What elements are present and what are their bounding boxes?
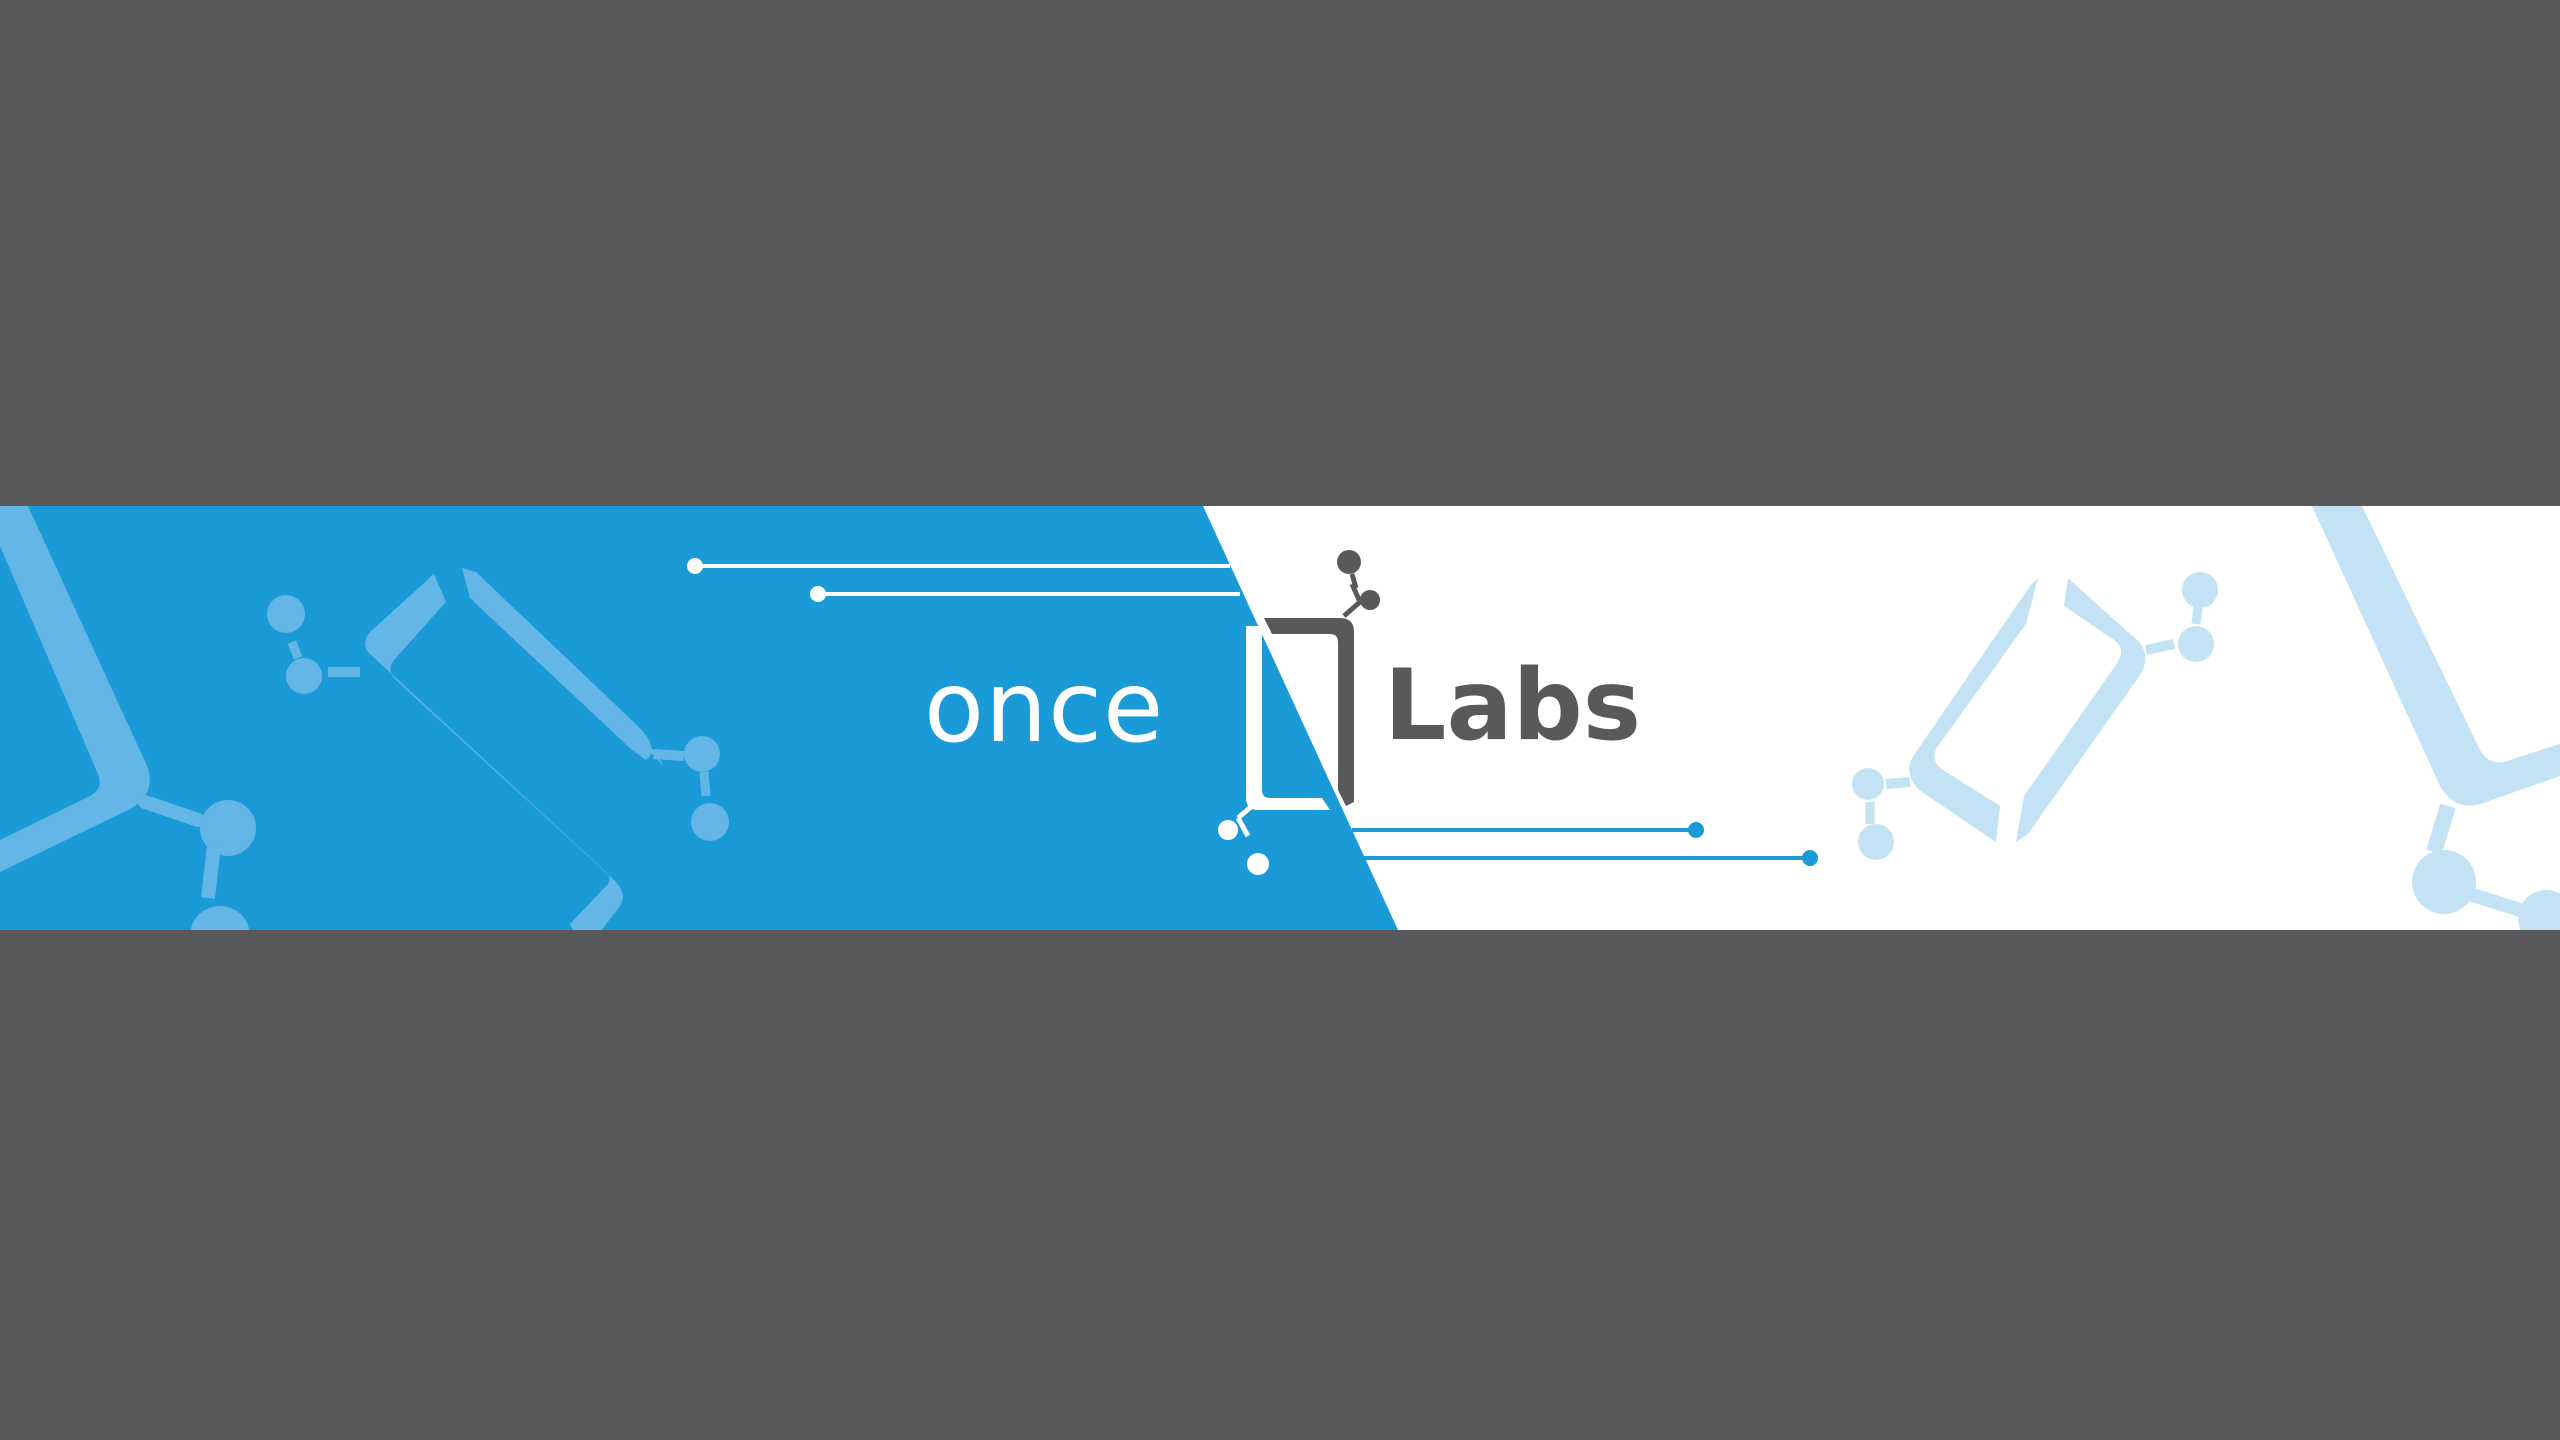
logo-word-once: once [924, 651, 1165, 765]
bracket-molecule-icon [1218, 550, 1380, 875]
connector-lines-top [687, 558, 1240, 602]
banner-blue-section [0, 506, 1398, 930]
molecule-bracket-icon [1852, 572, 2218, 860]
logo-word-labs: Labs [1384, 649, 1642, 763]
connector-lines-bottom [1352, 822, 1818, 866]
molecule-bracket-icon [0, 506, 256, 930]
banner-strip: once Labs [0, 506, 2560, 930]
molecule-bracket-icon [2312, 506, 2560, 930]
molecule-bracket-icon [267, 568, 729, 930]
banner-graphic [0, 506, 2560, 930]
